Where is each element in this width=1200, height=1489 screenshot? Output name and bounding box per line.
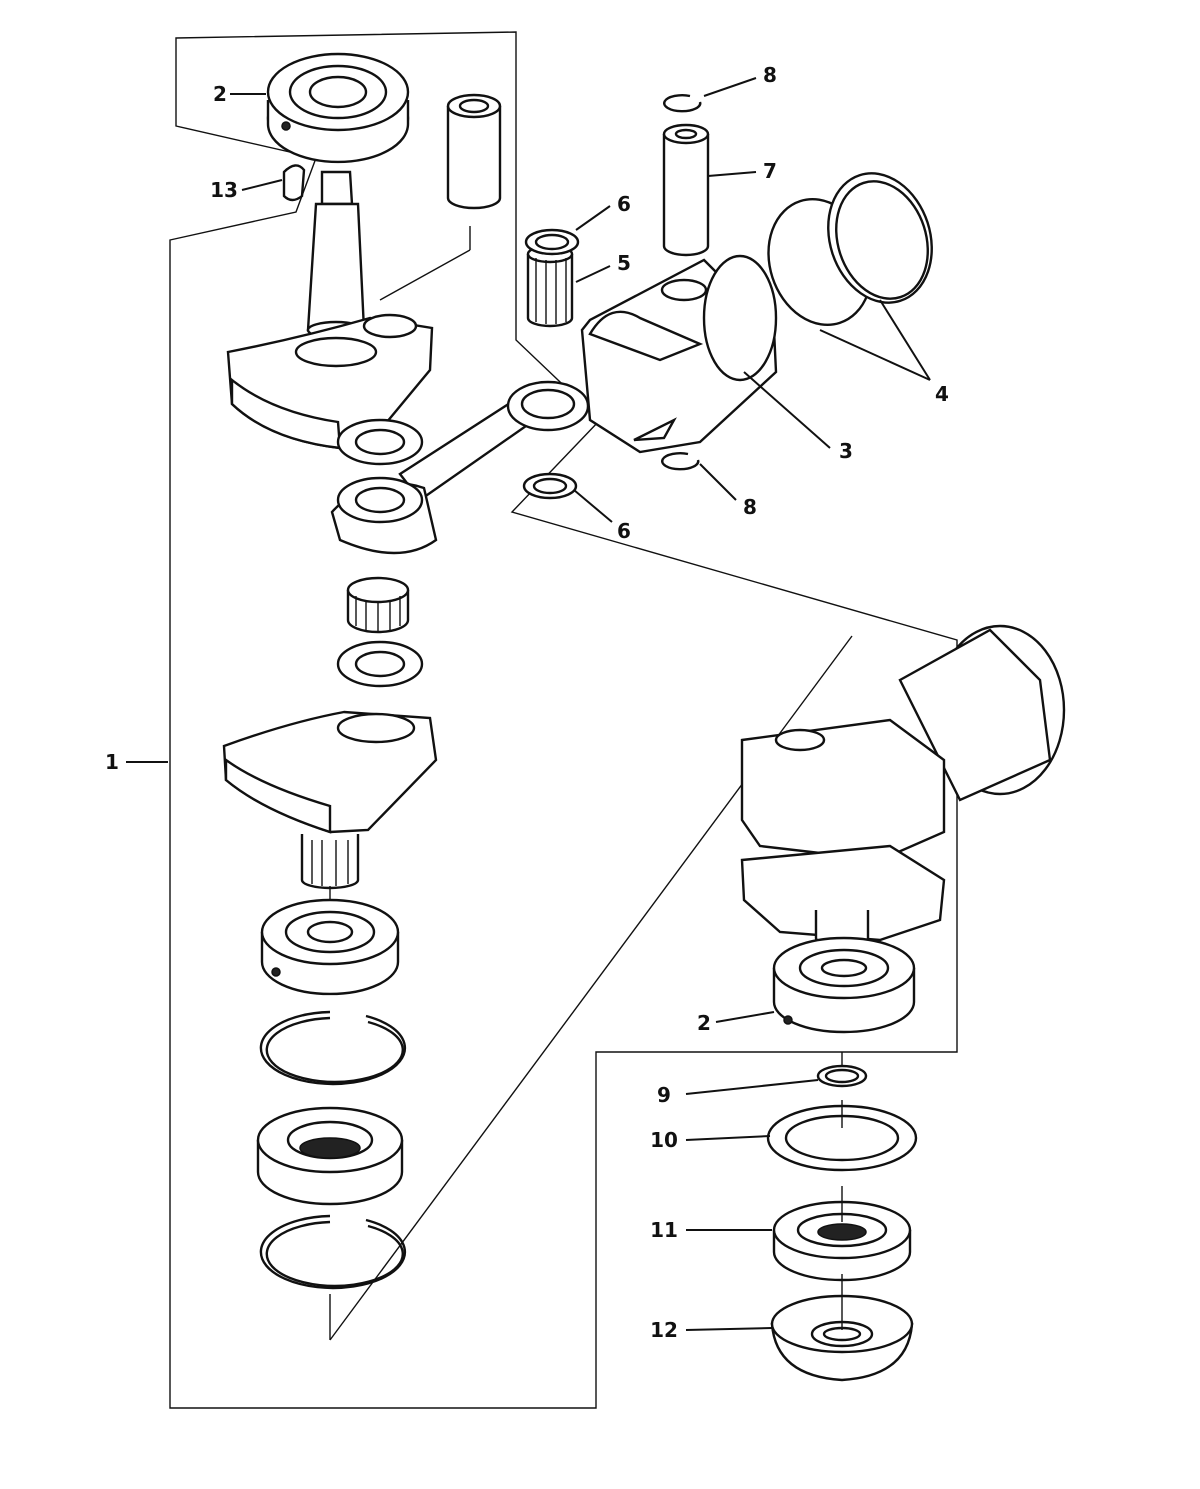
upper-pin-washer: [524, 228, 580, 256]
callout-12: 12: [650, 1318, 678, 1342]
lower-pin-washer: [522, 472, 578, 500]
callout-7: 7: [763, 159, 777, 183]
callout-5: 5: [617, 251, 631, 275]
woodruff-key: [282, 164, 306, 202]
callout-8-top: 8: [763, 63, 777, 87]
assembly-boundary: [169, 31, 958, 1409]
top-main-bearing: [266, 52, 410, 164]
wrist-pin: [662, 123, 710, 257]
lower-main-bearing: [260, 898, 400, 996]
thrust-plate: [766, 1104, 918, 1172]
callout-8-bottom: 8: [743, 495, 757, 519]
callout-6-top: 6: [617, 192, 631, 216]
lower-thrust-washer: [336, 640, 424, 688]
callout-13: 13: [210, 178, 238, 202]
lower-crankshaft: [222, 710, 438, 890]
callout-11: 11: [650, 1218, 678, 1242]
callout-3: 3: [839, 439, 853, 463]
crank-needle-bearing: [346, 576, 410, 634]
connecting-rod: [330, 380, 590, 555]
o-ring: [816, 1064, 868, 1088]
callout-10: 10: [650, 1128, 678, 1152]
upper-thrust-washer: [336, 418, 424, 466]
upper-lock-ring: [663, 94, 702, 113]
lower-lock-ring: [661, 452, 700, 471]
piston: [580, 254, 778, 454]
callout-9: 9: [657, 1083, 671, 1107]
callout-6-bottom: 6: [617, 519, 631, 543]
lower-retaining-ring: [259, 1214, 407, 1290]
assembled-crank-and-piston: [740, 624, 1066, 948]
callout-2-right: 2: [697, 1011, 711, 1035]
crank-pin: [446, 93, 502, 210]
upper-retaining-ring: [259, 1010, 407, 1086]
piston-rings: [767, 172, 933, 326]
crank-oil-seal: [256, 1106, 404, 1206]
callout-2-top: 2: [213, 82, 227, 106]
wrist-pin-bearing: [526, 244, 574, 328]
seal-bearing-assembly: [772, 1200, 912, 1282]
upper-crankshaft: [226, 170, 434, 450]
right-main-bearing: [772, 936, 916, 1034]
callout-4: 4: [935, 382, 949, 406]
callout-1: 1: [105, 750, 119, 774]
